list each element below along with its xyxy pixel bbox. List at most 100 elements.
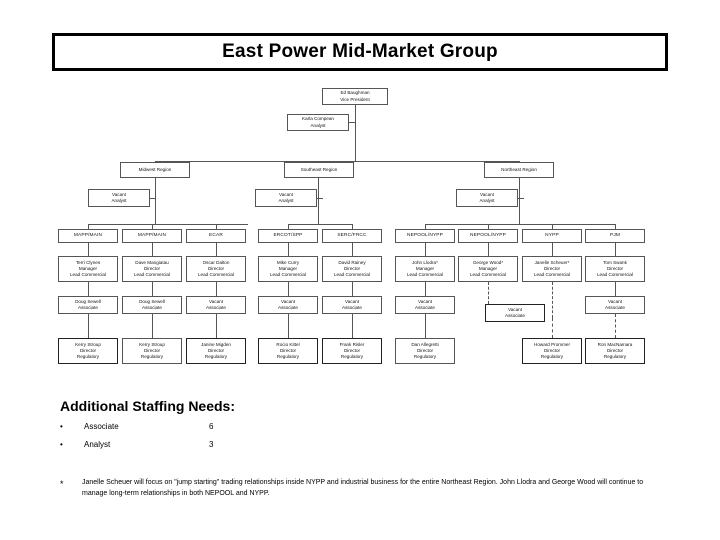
staffing-row-associate-count: 6: [209, 422, 214, 431]
node-region-analyst-2[interactable]: Vacant Analyst: [255, 189, 317, 207]
footnote-text: Janelle Scheuer will focus on "jump star…: [82, 479, 644, 497]
node-market-6-code: NEPOOL/NYPP: [406, 232, 444, 238]
node-regulatory-1-title: Director: [79, 347, 97, 353]
node-associate-1[interactable]: Doug Sewell Associate: [58, 296, 118, 314]
node-region-analyst-1-name: Vacant: [112, 191, 126, 197]
node-associate-2[interactable]: Doug Sewell Associate: [122, 296, 182, 314]
node-region-analyst-1[interactable]: Vacant Analyst: [88, 189, 150, 207]
node-market-3[interactable]: ECAR: [186, 229, 246, 243]
node-market-2[interactable]: MAPP/MAIN: [122, 229, 182, 243]
node-lead-4-scope: Lead Commercial: [270, 272, 306, 278]
node-associate-3-role: Associate: [206, 305, 226, 310]
node-associate-4[interactable]: Vacant Associate: [258, 296, 318, 314]
node-lead-5-title: Director: [343, 265, 361, 271]
node-lead-2-title: Director: [143, 265, 161, 271]
node-market-6[interactable]: NEPOOL/NYPP: [395, 229, 455, 243]
node-analyst-staff[interactable]: Karla Compean Analyst: [287, 114, 349, 131]
node-associate-8[interactable]: Vacant Associate: [585, 296, 645, 314]
node-lead-9[interactable]: Tom Swank Director Lead Commercial: [585, 256, 645, 282]
node-region-northeast-label: Northeast Region: [501, 166, 537, 172]
node-regulatory-3[interactable]: Janine Migden Director Regulatory: [186, 338, 246, 364]
node-regulatory-6[interactable]: Dan Allegretti Director Regulatory: [395, 338, 455, 364]
connector-associate-1-down: [88, 314, 89, 338]
node-lead-9-name: Tom Swank: [603, 259, 627, 265]
node-regulatory-4-name: Rocio Kittel: [276, 341, 300, 347]
connector-market-8-down: [552, 243, 553, 256]
connector-associate-8-down-dashed: [615, 314, 616, 338]
node-lead-4-title: Manager: [278, 265, 298, 271]
node-lead-5[interactable]: David Rainey Director Lead Commercial: [322, 256, 382, 282]
node-regulatory-8-name: Ron MacNamara: [597, 341, 633, 347]
node-associate-3-name: Vacant: [209, 298, 223, 304]
node-executive[interactable]: Ed Baughman Vice President: [322, 88, 388, 105]
node-regulatory-4[interactable]: Rocio Kittel Director Regulatory: [258, 338, 318, 364]
connector-lead-6-down: [425, 282, 426, 296]
node-region-midwest[interactable]: Midwest Region: [120, 162, 190, 178]
node-regulatory-4-title: Director: [279, 347, 297, 353]
connector-region-analyst-1: [150, 198, 156, 199]
node-regulatory-6-scope: Regulatory: [413, 354, 437, 360]
connector-southeast-bus: [288, 224, 353, 225]
node-associate-5-role: Associate: [342, 305, 362, 310]
node-associate-8-role: Associate: [605, 305, 625, 310]
node-market-7[interactable]: NEPOOL/NYPP: [458, 229, 518, 243]
connector-lead-8-down-dashed: [552, 282, 553, 318]
node-region-northeast[interactable]: Northeast Region: [484, 162, 554, 178]
node-regulatory-7[interactable]: Howard Prommer Director Regulatory: [522, 338, 582, 364]
staffing-row-analyst: • Analyst 3: [60, 440, 480, 449]
node-associate-5[interactable]: Vacant Associate: [322, 296, 382, 314]
node-market-8[interactable]: NYPP: [522, 229, 582, 243]
node-lead-7[interactable]: George Wood* Manager Lead Commercial: [458, 256, 518, 282]
node-associate-5-name: Vacant: [345, 298, 359, 304]
node-associate-3[interactable]: Vacant Associate: [186, 296, 246, 314]
connector-market-3-down: [216, 243, 217, 256]
node-lead-3-title: Director: [207, 265, 225, 271]
node-associate-6-name: Vacant: [418, 298, 432, 304]
node-market-1[interactable]: MAPP/MAIN: [58, 229, 118, 243]
node-lead-1[interactable]: Terri Clynes Manager Lead Commercial: [58, 256, 118, 282]
node-associate-4-name: Vacant: [281, 298, 295, 304]
connector-northeast-bus: [425, 224, 615, 225]
node-lead-3-scope: Lead Commercial: [198, 272, 234, 278]
node-market-4[interactable]: ERCOT/SPP: [258, 229, 318, 243]
node-lead-6-title: Manager: [415, 265, 435, 271]
node-regulatory-2-scope: Regulatory: [140, 354, 164, 360]
node-region-southeast-label: Southeast Region: [300, 166, 338, 172]
connector-lead-4-down: [288, 282, 289, 296]
node-lead-2[interactable]: Dave Mangiatau Director Lead Commercial: [122, 256, 182, 282]
node-lead-8[interactable]: Janelle Scheuer* Director Lead Commercia…: [522, 256, 582, 282]
node-lead-6[interactable]: John Llodra* Manager Lead Commercial: [395, 256, 455, 282]
slide-title-banner: East Power Mid-Market Group: [52, 33, 668, 71]
node-market-3-code: ECAR: [209, 232, 223, 238]
node-lead-7-name: George Wood*: [472, 259, 504, 265]
node-lead-4[interactable]: Mike Curry Manager Lead Commercial: [258, 256, 318, 282]
connector-associate-5-down: [352, 314, 353, 338]
node-lead-5-name: David Rainey: [338, 259, 366, 265]
node-lead-2-scope: Lead Commercial: [134, 272, 170, 278]
node-regulatory-8[interactable]: Ron MacNamara Director Regulatory: [585, 338, 645, 364]
node-regulatory-6-title: Director: [416, 347, 434, 353]
node-regulatory-2[interactable]: Kerry Stroup Director Regulatory: [122, 338, 182, 364]
node-region-analyst-3-name: Vacant: [480, 191, 494, 197]
node-regulatory-8-title: Director: [606, 347, 624, 353]
node-associate-6[interactable]: Vacant Associate: [395, 296, 455, 314]
node-regulatory-1[interactable]: Kerry Stroup Director Regulatory: [58, 338, 118, 364]
staffing-heading: Additional Staffing Needs:: [60, 398, 235, 414]
node-regulatory-2-name: Kerry Stroup: [139, 341, 165, 347]
node-lead-5-scope: Lead Commercial: [334, 272, 370, 278]
node-region-southeast[interactable]: Southeast Region: [284, 162, 354, 178]
node-market-8-code: NYPP: [545, 232, 559, 238]
node-market-9[interactable]: PJM: [585, 229, 645, 243]
node-region-analyst-3-role: Analyst: [479, 198, 495, 203]
node-market-5[interactable]: SERC/FRCC: [322, 229, 382, 243]
node-associate-2-role: Associate: [142, 305, 162, 310]
node-market-4-code: ERCOT/SPP: [273, 232, 303, 238]
node-associate-7[interactable]: Vacant Associate: [485, 304, 545, 322]
connector-region-analyst-2: [317, 198, 323, 199]
bullet-icon: •: [60, 440, 63, 449]
node-regulatory-5-name: Frank Risler: [339, 341, 365, 347]
node-regulatory-5[interactable]: Frank Risler Director Regulatory: [322, 338, 382, 364]
node-lead-3[interactable]: Oscar Dalton Director Lead Commercial: [186, 256, 246, 282]
node-region-analyst-3[interactable]: Vacant Analyst: [456, 189, 518, 207]
staffing-row-analyst-count: 3: [209, 440, 214, 449]
